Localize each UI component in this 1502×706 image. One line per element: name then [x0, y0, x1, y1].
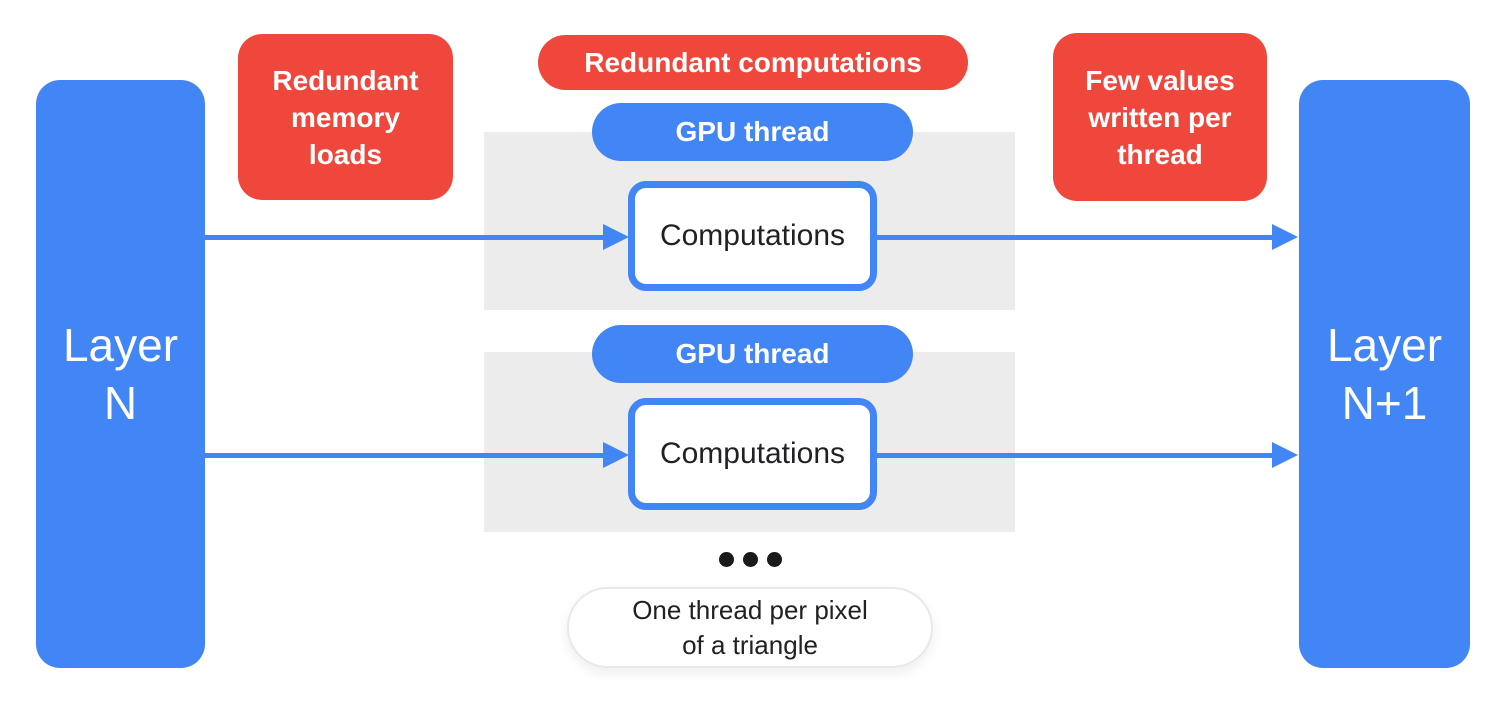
computations-box-1: Computations: [628, 181, 877, 291]
redundant-memory-loads-callout: Redundant memory loads: [238, 34, 453, 200]
few-values-written-callout: Few values written per thread: [1053, 33, 1267, 201]
gpu-thread-pill-1: GPU thread: [592, 103, 913, 161]
more-threads-ellipsis-icon: [716, 552, 784, 568]
arrow-line-computations-2-to-layer-n1: [877, 453, 1273, 458]
ellipsis-dot-icon: [766, 552, 782, 567]
arrow-right-icon: [603, 442, 629, 468]
arrow-line-computations-1-to-layer-n1: [877, 235, 1273, 240]
layer-n-plus-1-node: Layer N+1: [1299, 80, 1470, 668]
one-thread-per-pixel-note: One thread per pixel of a triangle: [567, 587, 933, 668]
redundant-computations-callout: Redundant computations: [538, 35, 968, 90]
ellipsis-dot-icon: [742, 552, 758, 567]
computations-box-2: Computations: [628, 398, 877, 510]
arrow-right-icon: [603, 224, 629, 250]
arrow-line-layer-n-to-computations-1: [205, 235, 605, 240]
arrow-right-icon: [1272, 224, 1298, 250]
arrow-right-icon: [1272, 442, 1298, 468]
arrow-line-layer-n-to-computations-2: [205, 453, 605, 458]
layer-n-node: Layer N: [36, 80, 205, 668]
ellipsis-dot-icon: [718, 552, 734, 567]
gpu-thread-pill-2: GPU thread: [592, 325, 913, 383]
